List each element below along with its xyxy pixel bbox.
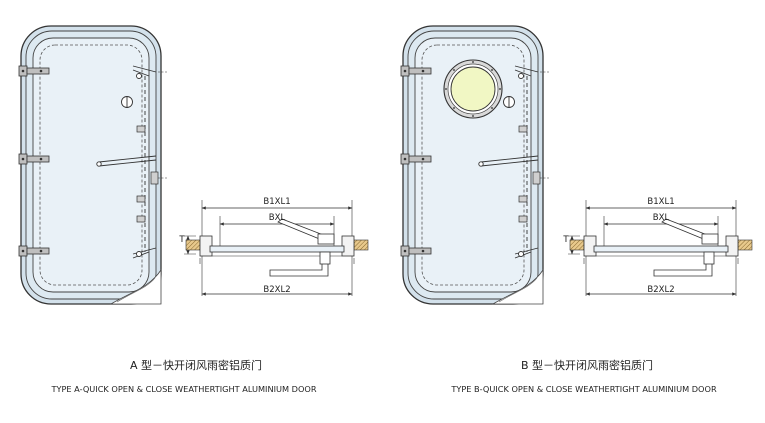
dim-thickness-label-a: T xyxy=(178,235,185,245)
dim-thickness-label-b: T xyxy=(562,235,569,245)
dim-outer-label-a: B1XL1 xyxy=(263,197,290,207)
dim-bottom-label-b: B2XL2 xyxy=(647,285,674,295)
figure-a: B1XL1 BXL B2XL2 T A 型－快开闭风雨密铝质门 TYPE A-Q… xyxy=(18,25,368,394)
figure-b: B1XL1 BXL B2XL2 T B 型－快开闭风雨密铝质门 TYPE B-Q… xyxy=(400,25,752,394)
caption-en-b: TYPE B-QUICK OPEN & CLOSE WEATHERTIGHT A… xyxy=(450,384,717,394)
door-elevation-a xyxy=(18,25,168,305)
caption-cn-a: A 型－快开闭风雨密铝质门 xyxy=(130,358,262,372)
dim-outer-label-b: B1XL1 xyxy=(647,197,674,207)
caption-en-a: TYPE A-QUICK OPEN & CLOSE WEATHERTIGHT A… xyxy=(50,384,316,394)
dim-inner-label-a: BXL xyxy=(269,213,286,223)
caption-cn-b: B 型－快开闭风雨密铝质门 xyxy=(521,358,653,372)
porthole-window-b xyxy=(443,59,503,119)
dim-bottom-label-a: B2XL2 xyxy=(263,285,290,295)
dim-inner-label-b: BXL xyxy=(653,213,670,223)
